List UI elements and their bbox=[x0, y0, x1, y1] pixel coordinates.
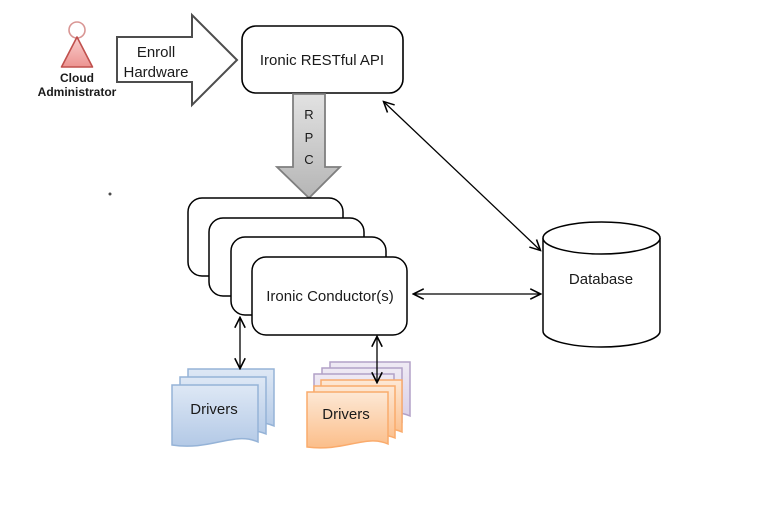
orange-doc-front bbox=[306, 391, 389, 449]
actor-label-line2: Administrator bbox=[38, 85, 117, 99]
rpc-letter-c: C bbox=[304, 152, 313, 167]
enroll-label-line1: Enroll bbox=[137, 44, 175, 61]
actor-body-icon bbox=[60, 36, 94, 68]
drivers-blue-stack: Drivers bbox=[171, 368, 275, 447]
rpc-letter-p: P bbox=[305, 130, 314, 145]
rpc-arrow-shape bbox=[274, 93, 343, 200]
ironic-conductors-node: Ironic Conductor(s) bbox=[187, 197, 408, 336]
database-node: Database bbox=[542, 221, 661, 348]
rpc-letter-r: R bbox=[304, 107, 313, 122]
rpc-arrow: R P C bbox=[274, 93, 343, 200]
enroll-hardware-arrow: Enroll Hardware bbox=[116, 12, 239, 108]
actor-label-line1: Cloud bbox=[60, 71, 94, 85]
database-top bbox=[542, 221, 661, 255]
actor-head-icon bbox=[68, 21, 86, 39]
api-box bbox=[241, 25, 404, 94]
drivers-blue-label: Drivers bbox=[190, 401, 238, 418]
connector-api-database bbox=[384, 102, 540, 250]
drivers-orange-label: Drivers bbox=[322, 406, 370, 423]
database-label: Database bbox=[569, 271, 633, 288]
blue-doc-front bbox=[171, 384, 259, 447]
enroll-arrow-shape bbox=[116, 12, 239, 108]
stray-dot bbox=[108, 192, 112, 196]
ironic-restful-api-node: Ironic RESTful API bbox=[241, 25, 404, 94]
conductor-box-front bbox=[251, 256, 408, 336]
drivers-orange-stack: Drivers bbox=[306, 361, 411, 449]
cloud-administrator-actor: Cloud Administrator bbox=[38, 21, 117, 99]
connectors bbox=[240, 102, 540, 382]
database-body bbox=[542, 238, 661, 348]
conductors-label: Ironic Conductor(s) bbox=[266, 288, 394, 305]
api-label: Ironic RESTful API bbox=[260, 52, 384, 69]
enroll-label-line2: Hardware bbox=[123, 64, 188, 81]
